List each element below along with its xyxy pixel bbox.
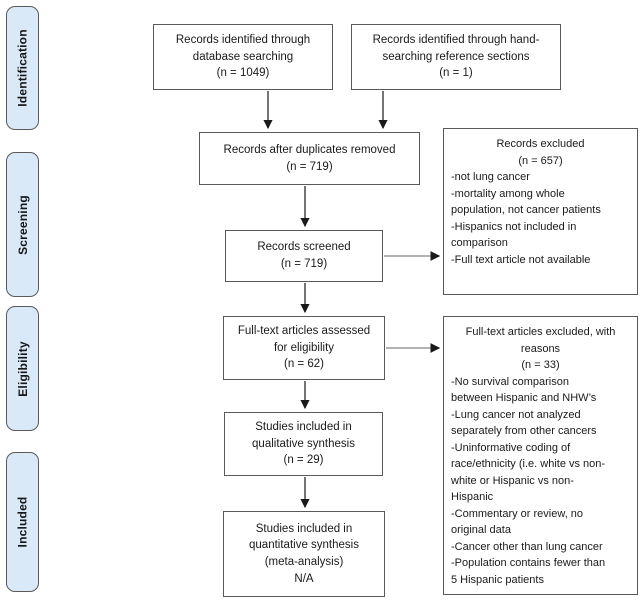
stage-tab-screening: Screening [6, 152, 39, 297]
box-records-identified-handsearch: Records identified through hand- searchi… [351, 24, 561, 90]
box-records-excluded: Records excluded (n = 657) -not lung can… [443, 128, 638, 295]
fulltext-excluded-reasons: -No survival comparison between Hispanic… [451, 375, 606, 586]
box-fulltext-excluded: Full-text articles excluded, with reason… [443, 316, 638, 595]
stage-tab-label: Included [15, 496, 30, 548]
records-excluded-title: Records excluded (n = 657) [496, 138, 585, 167]
stage-tab-eligibility: Eligibility [6, 306, 39, 431]
stage-tab-label: Screening [15, 194, 30, 255]
box-qualitative-synthesis: Studies included in qualitative synthesi… [224, 412, 383, 476]
box-fulltext-assessed: Full-text articles assessed for eligibil… [223, 316, 385, 380]
box-duplicates-removed: Records after duplicates removed (n = 71… [199, 132, 420, 185]
stage-tab-identification: Identification [6, 6, 39, 130]
fulltext-excluded-title: Full-text articles excluded, with reason… [465, 326, 616, 371]
box-records-screened: Records screened (n = 719) [225, 230, 383, 282]
box-quantitative-synthesis: Studies included in quantitative synthes… [223, 511, 385, 597]
stage-tab-label: Identification [15, 29, 30, 107]
stage-tab-label: Eligibility [15, 340, 30, 397]
box-records-identified-database: Records identified through database sear… [153, 24, 333, 90]
records-excluded-reasons: -not lung cancer -mortality among whole … [451, 171, 601, 266]
stage-tab-included: Included [6, 452, 39, 592]
